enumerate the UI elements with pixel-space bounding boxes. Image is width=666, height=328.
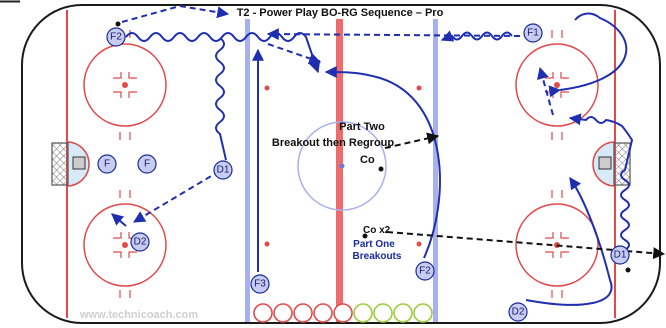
- carry-path-d1-right: [568, 113, 634, 251]
- hash-marks-right: [551, 30, 563, 298]
- part-one-label: Part One: [353, 239, 395, 250]
- center-red-line: [336, 6, 343, 322]
- coach-dot-center: [378, 166, 384, 172]
- skate-path-right-up: [537, 66, 554, 116]
- puck-green: [353, 303, 373, 323]
- svg-text:D2: D2: [134, 237, 147, 248]
- puck-green: [373, 303, 393, 323]
- skate-path-drop: [267, 43, 322, 65]
- player-d2-left: D2: [130, 232, 150, 252]
- coach-label-center: Co: [360, 154, 375, 166]
- coach-label-bottom: Co x2: [363, 225, 391, 236]
- part-two-subtitle: Breakout then Regroup: [272, 137, 395, 149]
- player-f1: F1: [523, 23, 543, 43]
- center-circle: [297, 121, 387, 211]
- neutral-dot: [264, 241, 270, 247]
- pass-path-d1-d2: [132, 165, 229, 223]
- puck-dot-right: [625, 267, 631, 273]
- part-two-label: Part Two: [339, 121, 385, 133]
- svg-text:D1: D1: [217, 165, 230, 176]
- faceoff-circle-bottom-left: [83, 203, 167, 287]
- carry-path-d1-down: [215, 37, 227, 161]
- carry-path-f1: [440, 30, 513, 42]
- player-f-left-a: F: [97, 154, 117, 174]
- player-d2-right: D2: [508, 302, 528, 322]
- net-right: [613, 142, 631, 186]
- diagram-title: T2 - Power Play BO-RG Sequence – Pro: [237, 7, 444, 19]
- svg-text:F1: F1: [527, 28, 539, 39]
- svg-text:F2: F2: [419, 266, 431, 277]
- title-band: [200, 6, 480, 19]
- faceoff-circle-top-right: [515, 43, 599, 127]
- player-f2-top: F2: [106, 27, 126, 47]
- puck-green: [413, 303, 433, 323]
- puck-green: [393, 303, 413, 323]
- player-d1-left: D1: [213, 160, 233, 180]
- arrow-d2-left: [111, 213, 127, 227]
- neutral-dot: [416, 85, 422, 91]
- net-left: [51, 142, 69, 186]
- pass-coach-center: [384, 132, 440, 149]
- skate-path-top-left: [121, 4, 230, 23]
- neutral-dot: [264, 85, 270, 91]
- watermark: www.technicoach.com: [79, 309, 198, 321]
- skate-path-f1-loop: [548, 12, 628, 98]
- faceoff-circle-top-left: [83, 43, 167, 127]
- part-one-subtitle: Breakouts: [353, 251, 402, 262]
- puck-red: [273, 303, 293, 323]
- puck-row: [253, 303, 433, 323]
- puck-dot-top-left: [115, 21, 121, 27]
- blue-line-left: [245, 6, 250, 322]
- target-left: [72, 156, 86, 170]
- svg-text:D1: D1: [614, 250, 627, 261]
- puck-red: [253, 303, 273, 323]
- svg-text:F3: F3: [254, 279, 266, 290]
- player-f-left-b: F: [137, 154, 157, 174]
- player-f3: F3: [250, 274, 270, 294]
- skate-path-d2-right: [525, 177, 613, 306]
- puck-red: [293, 303, 313, 323]
- svg-text:F: F: [104, 159, 110, 170]
- carry-path-f2-top: [125, 32, 321, 74]
- puck-red: [313, 303, 333, 323]
- skate-path-f2-curve: [324, 66, 441, 259]
- neutral-dot: [416, 241, 422, 247]
- coach-dot-bottom: [362, 233, 368, 239]
- svg-text:F: F: [144, 159, 150, 170]
- blue-line-right: [433, 6, 438, 322]
- center-faceoff-dot: [339, 163, 345, 169]
- target-right: [598, 156, 612, 170]
- skate-path-f1-across: [266, 28, 521, 41]
- svg-text:F2: F2: [110, 32, 122, 43]
- svg-text:D2: D2: [512, 307, 525, 318]
- player-f2-bottom: F2: [415, 261, 435, 281]
- player-d1-right: D1: [610, 245, 630, 265]
- puck-red: [333, 303, 353, 323]
